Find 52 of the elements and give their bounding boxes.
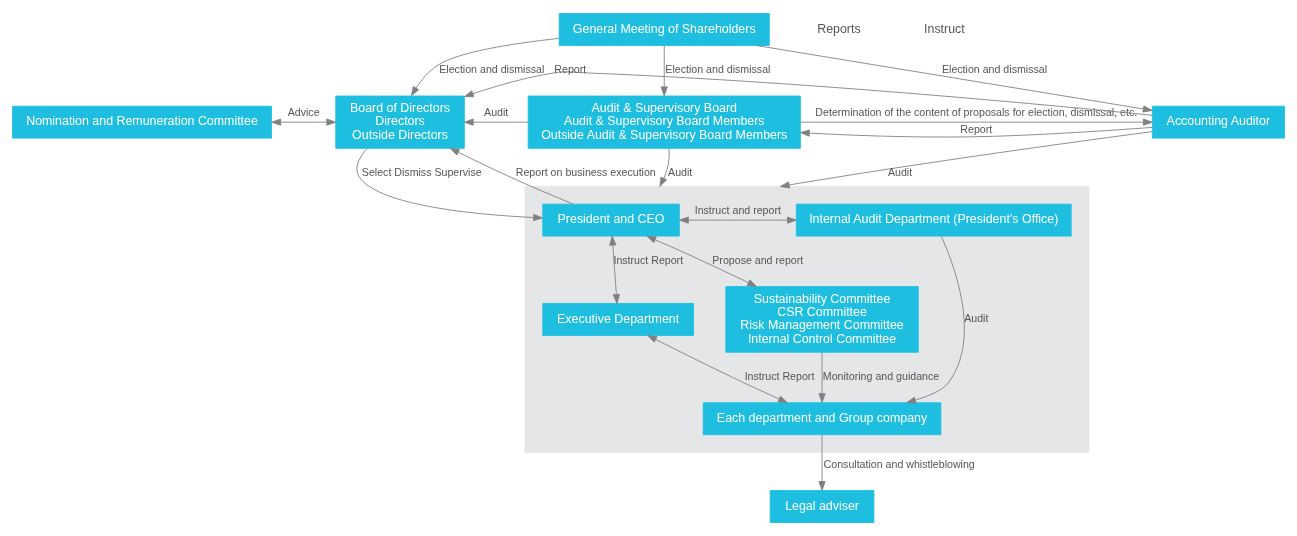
node-box: Executive Department bbox=[542, 303, 694, 336]
arrow bbox=[463, 118, 529, 126]
arrow bbox=[647, 334, 788, 404]
edge-label: Audit bbox=[484, 106, 509, 119]
node-box: Accounting Auditor bbox=[1151, 105, 1285, 139]
arrow bbox=[609, 235, 620, 304]
edge-label: Select Dismiss Supervise bbox=[361, 166, 482, 179]
edge-label: Consultation and whistleblowing bbox=[823, 458, 975, 471]
arrow bbox=[660, 45, 668, 97]
arrow bbox=[464, 71, 1153, 116]
edge-label: Instruct and report bbox=[694, 204, 781, 217]
arrow bbox=[800, 126, 1153, 138]
edge-label: Report bbox=[960, 123, 993, 136]
arrow bbox=[356, 148, 543, 222]
arrow bbox=[679, 216, 797, 224]
edge-label: Audit bbox=[964, 312, 989, 325]
cluster bbox=[524, 186, 1090, 453]
label: Instruct bbox=[924, 21, 965, 36]
arrow bbox=[271, 118, 337, 126]
arrow bbox=[800, 118, 1153, 126]
arrow bbox=[818, 434, 826, 491]
arrow bbox=[906, 235, 965, 404]
arrow bbox=[646, 235, 757, 287]
edge-label: Determination of the content of proposals for election, dismissal, etc. bbox=[815, 106, 1138, 119]
node-box: General Meeting of Shareholders bbox=[558, 13, 770, 46]
edge-label: Advice bbox=[287, 106, 320, 119]
edge-label: Election and dismissal bbox=[665, 63, 771, 76]
edge-label: Report on business execution bbox=[515, 166, 656, 179]
edge-label: Audit bbox=[668, 166, 693, 179]
edge-label: Monitoring and guidance bbox=[822, 370, 940, 383]
arrow bbox=[410, 37, 560, 97]
node-box: President and CEO bbox=[542, 203, 680, 237]
arrow bbox=[449, 147, 574, 205]
edge-label: Instruct Report bbox=[613, 254, 684, 267]
node-box: Each department and Group company bbox=[702, 402, 942, 436]
arrow bbox=[818, 351, 826, 403]
edge-label: Instruct Report bbox=[744, 370, 815, 383]
node-box: Board of Directors Directors Outside Directors bbox=[335, 95, 465, 149]
arrow bbox=[779, 131, 1153, 189]
edge-label: Election and dismissal bbox=[439, 63, 545, 76]
arrow bbox=[659, 148, 670, 187]
arrow bbox=[755, 45, 1153, 113]
edge-label: Election and dismissal bbox=[941, 63, 1048, 76]
node-box: Sustainability Committee CSR Committee Risk Management Committee Internal Control Committee bbox=[725, 286, 919, 353]
edge-label: Audit bbox=[887, 166, 913, 179]
node-box: Nomination and Remuneration Committee bbox=[12, 105, 272, 139]
label: Reports bbox=[817, 21, 861, 36]
node-box: Legal adviser bbox=[769, 490, 875, 523]
node-box: Internal Audit Department (President’s Office) bbox=[795, 203, 1072, 237]
node-box: Audit & Supervisory Board Audit & Supervisory Board Members Outside Audit & Supervisory Board Members bbox=[527, 95, 801, 149]
edge-label: Report bbox=[554, 63, 587, 76]
edge-label: Propose and report bbox=[712, 254, 804, 267]
